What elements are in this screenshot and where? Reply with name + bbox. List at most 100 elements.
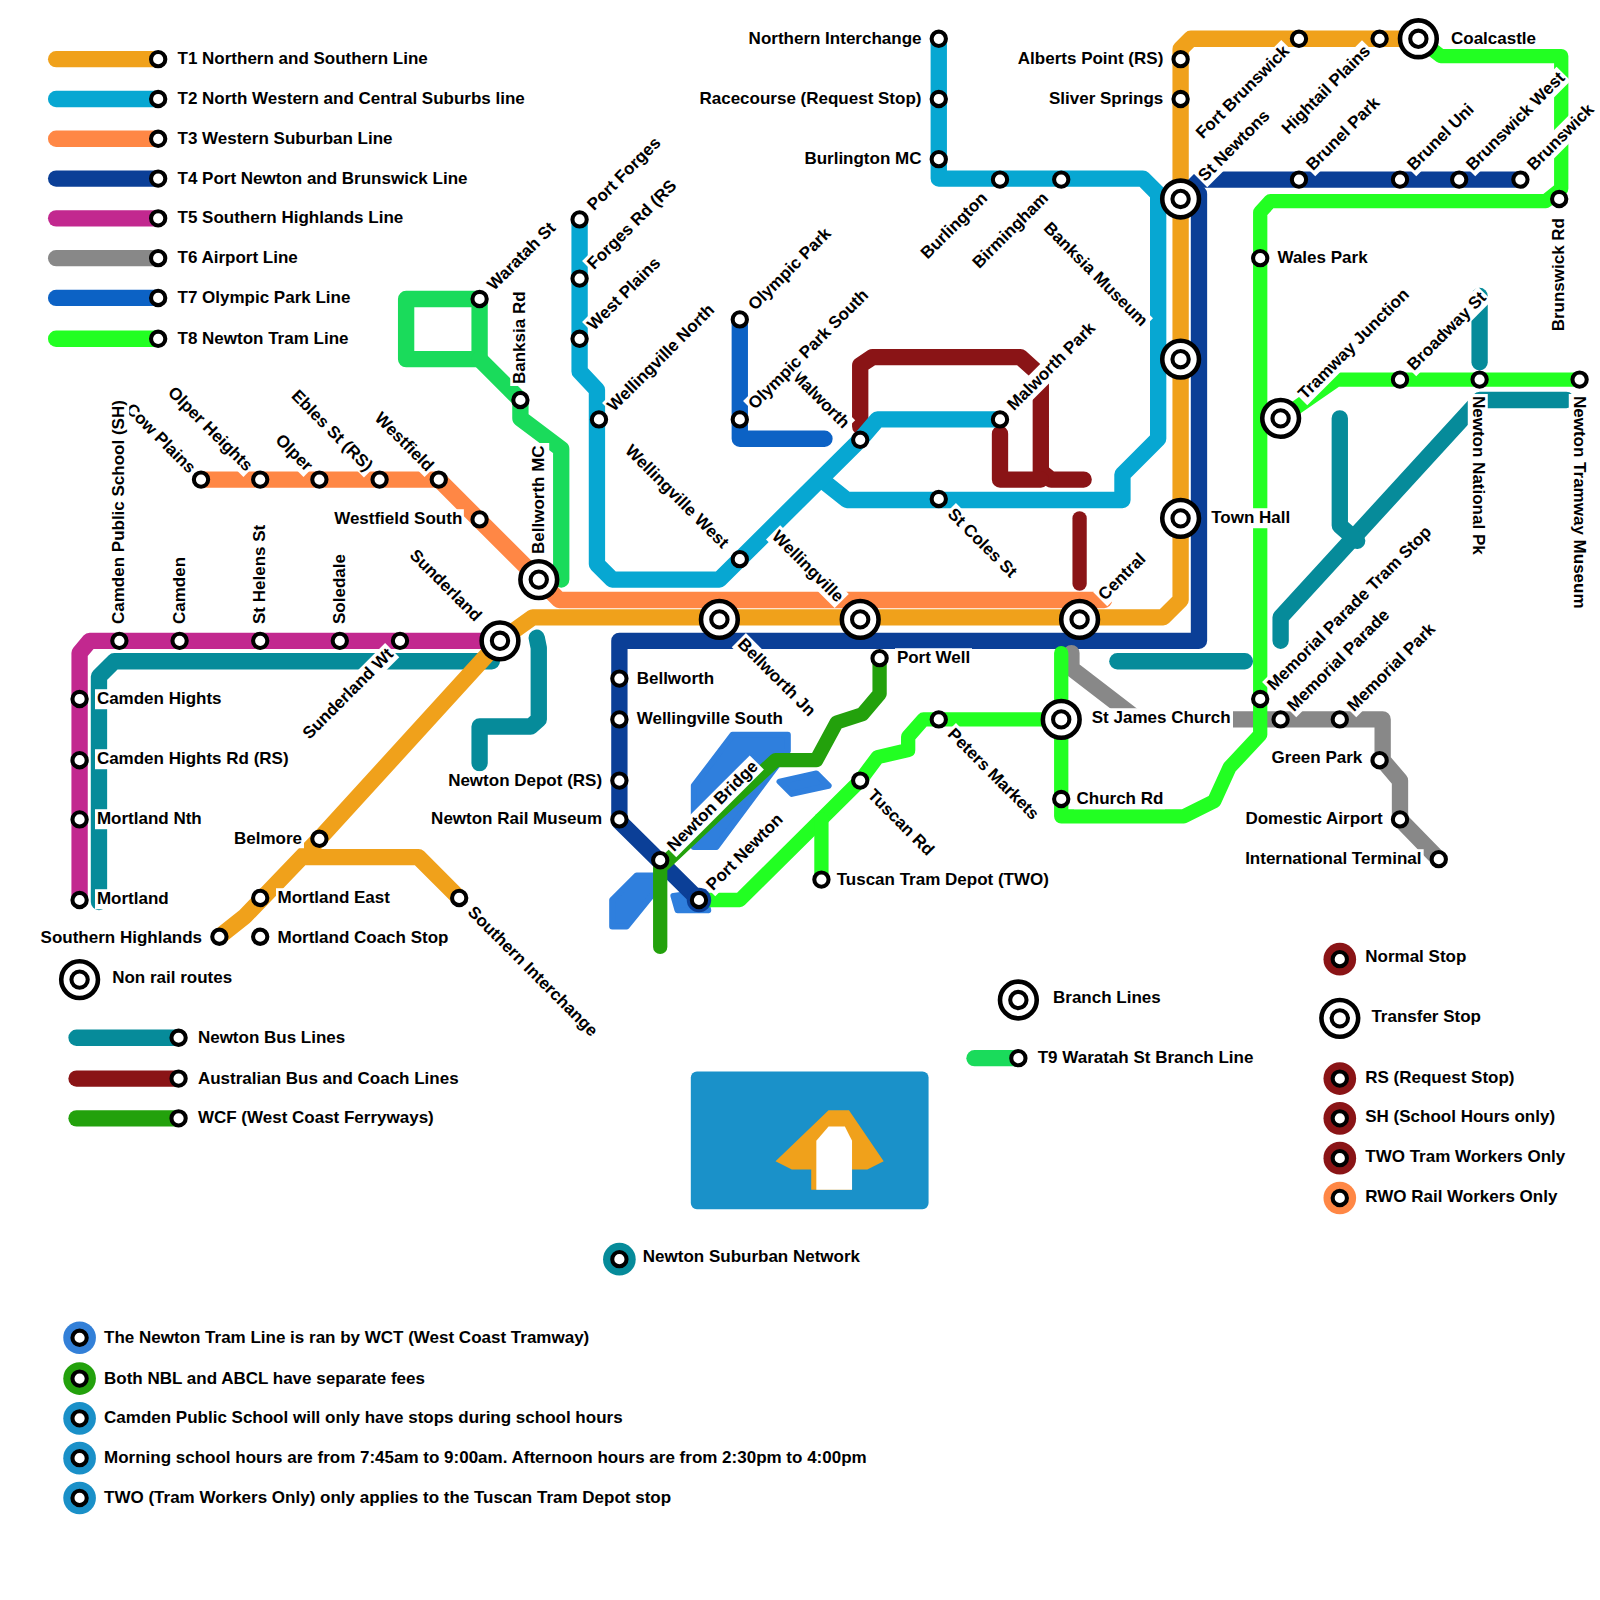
route-line (480, 359, 562, 579)
label-anchor: Mortland (95, 889, 171, 909)
stop-marker (151, 52, 165, 66)
station-label: Mortland (95, 889, 171, 909)
label-anchor: Banksia Rd (511, 289, 531, 386)
stop-marker (932, 712, 946, 726)
stop-marker (993, 412, 1007, 426)
legend-swatch (56, 250, 158, 266)
station-label: Sunderland Wt (297, 643, 398, 744)
legend-text: Australian Bus and Coach Lines (196, 1069, 461, 1089)
legend-ring (1323, 1062, 1356, 1095)
stop-marker (72, 1371, 86, 1385)
stop-marker (572, 271, 586, 285)
stop-marker (333, 634, 347, 648)
label-anchor: Town Hall (1209, 509, 1292, 529)
label-anchor: Newton Tramway Museum (1569, 394, 1589, 611)
label-anchor: Central (1093, 548, 1151, 606)
legend-anchor: Normal Stop (1363, 947, 1468, 967)
legend-text: TWO Tram Workers Only (1363, 1147, 1567, 1167)
stop-marker (1333, 1071, 1347, 1085)
transfer-marker (1262, 400, 1299, 437)
transfer-marker (1321, 1000, 1358, 1037)
label-anchor: St Coles St (942, 503, 1022, 583)
stop-marker (932, 32, 946, 46)
label-anchor: Tuscan Tram Depot (TWO) (835, 870, 1051, 890)
label-anchor: Alberts Point (RS) (1016, 49, 1165, 69)
stop-marker (1054, 172, 1068, 186)
legend-anchor: T6 Airport Line (176, 248, 300, 268)
station-label: Camden Hights Rd (RS) (95, 749, 291, 769)
legend-text: T4 Port Newton and Brunswick Line (176, 169, 470, 189)
label-anchor: Camden Public School (SH) (110, 398, 130, 626)
transfer-marker (1010, 992, 1026, 1008)
stop-marker (733, 312, 747, 326)
label-anchor: Newton Rail Museum (429, 810, 604, 830)
label-anchor: Belmore (232, 829, 304, 849)
water-area (612, 876, 653, 927)
station-label: Wellingville West (619, 439, 733, 553)
stop-marker (472, 292, 486, 306)
legend-anchor: Newton Bus Lines (196, 1028, 347, 1048)
stop-marker (1173, 52, 1187, 66)
legend-text: RWO Rail Workers Only (1363, 1187, 1559, 1207)
route-line (1117, 653, 1245, 669)
stop-marker (853, 773, 867, 787)
legend-swatch (56, 170, 158, 186)
stop-marker (1273, 712, 1287, 726)
legend-text: T6 Airport Line (176, 248, 300, 268)
station-label: Tramway Junction (1293, 283, 1415, 405)
legend-ring (1323, 1182, 1356, 1215)
route-line (699, 719, 1061, 900)
station-label: Green Park (1270, 748, 1365, 768)
stop-marker (172, 634, 186, 648)
legend-text: TWO (Tram Workers Only) only applies to … (102, 1488, 673, 1508)
station-label: Alberts Point (RS) (1016, 49, 1165, 69)
station-label: Mortland East (276, 888, 392, 908)
label-anchor: Wellingville West (619, 439, 733, 553)
label-anchor: Memorial Parade Tram Stop (1262, 521, 1437, 696)
station-label: Mortland Nth (95, 810, 204, 830)
transfer-marker (852, 611, 868, 627)
label-anchor: Church Rd (1074, 789, 1165, 809)
legend-swatch (56, 51, 158, 67)
label-anchor: Westfield (369, 407, 439, 477)
station-label: Banksia Rd (511, 289, 531, 386)
legend-text: The Newton Tram Line is ran by WCT (West… (102, 1328, 591, 1348)
label-anchor: Wellingville (766, 525, 849, 608)
route-line (1072, 518, 1086, 583)
stop-marker (151, 171, 165, 185)
station-label: Southern Highlands (39, 928, 205, 948)
stop-marker (1011, 1051, 1025, 1065)
legend-swatch (56, 131, 158, 147)
legend-anchor: T8 Newton Tram Line (176, 329, 351, 349)
legend-text: SH (School Hours only) (1363, 1108, 1557, 1128)
label-anchor: Bellworth MC (529, 444, 549, 557)
label-anchor: Sunderland Wt (297, 643, 398, 744)
label-anchor: International Terminal (1243, 849, 1423, 869)
legend-swatch (77, 1030, 179, 1046)
transfer-marker (492, 633, 508, 649)
stop-marker (1393, 372, 1407, 386)
stop-marker (171, 1111, 185, 1125)
legend-swatch (56, 290, 158, 306)
legend-text: Newton Bus Lines (196, 1028, 347, 1048)
station-label: Soledale (330, 552, 350, 626)
transfer-marker (71, 971, 87, 987)
label-anchor: St Helens St (250, 522, 270, 625)
stop-marker (814, 872, 828, 886)
transfer-marker (1061, 601, 1098, 638)
station-label: Port Newton (701, 808, 788, 895)
legend-anchor: RS (Request Stop) (1363, 1068, 1516, 1088)
legend-anchor: Camden Public School will only have stop… (102, 1409, 625, 1429)
logo-shape (776, 1110, 884, 1190)
label-anchor: Malworth Park (1002, 317, 1101, 416)
legend-text: T7 Olympic Park Line (176, 288, 353, 308)
transfer-marker (1332, 1010, 1348, 1026)
stop-marker (932, 152, 946, 166)
legend-anchor: Non rail routes (110, 968, 234, 988)
transfer-marker (1172, 351, 1188, 367)
label-anchor: Bellworth Jn (732, 633, 821, 722)
stop-marker (253, 891, 267, 905)
legend-anchor: Branch Lines (1051, 988, 1163, 1008)
